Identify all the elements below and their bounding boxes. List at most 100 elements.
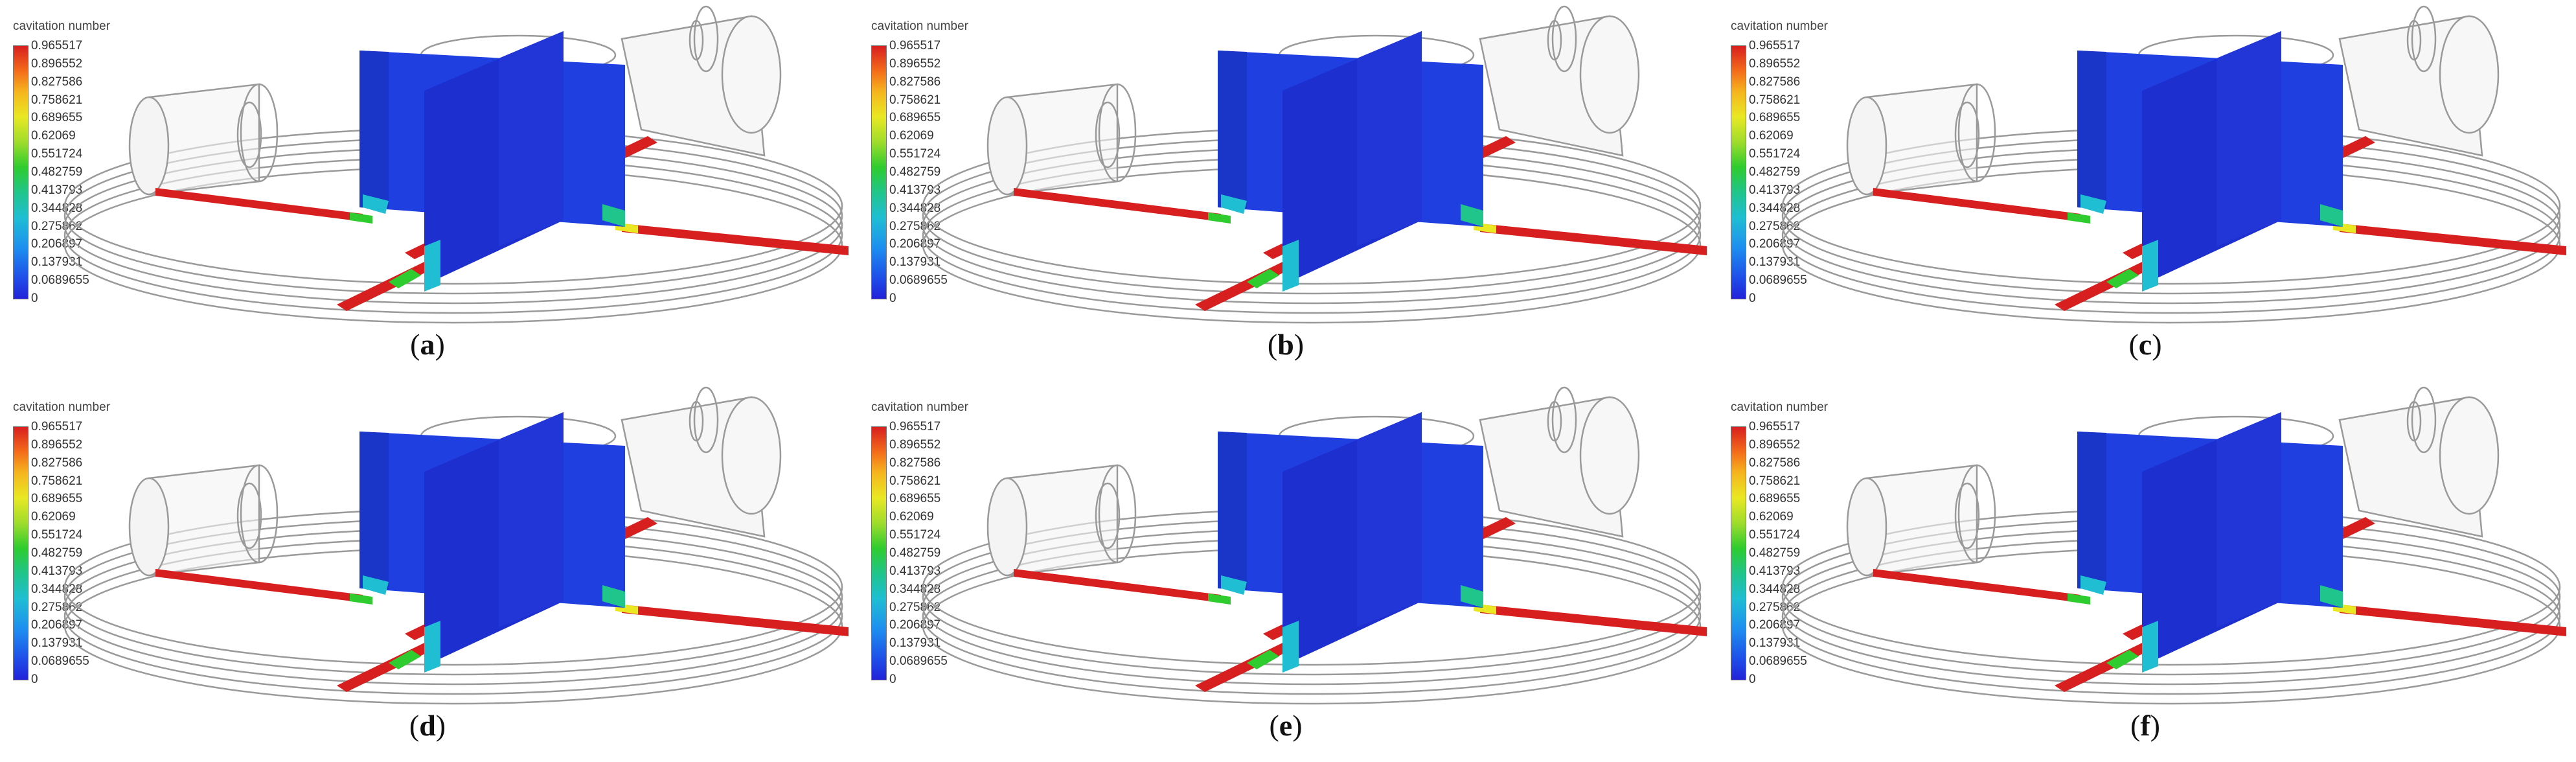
colorbar-tick-label: 0.758621 xyxy=(889,474,941,488)
front-plate-right xyxy=(1357,412,1422,627)
back-plate-edge xyxy=(359,51,389,209)
cavity-zone xyxy=(363,194,389,214)
colorbar-tick-label: 0.137931 xyxy=(889,636,941,651)
legend-title: cavitation number xyxy=(1731,400,1828,414)
colorbar-tick-label: 0.344828 xyxy=(1749,201,1801,215)
cavity-zone xyxy=(2080,194,2106,214)
colorbar-tick-label: 0 xyxy=(1749,292,1756,305)
colorbar-tick-label: 0.758621 xyxy=(31,474,83,488)
panel-caption: (f) xyxy=(2130,709,2160,742)
colorbar-tick-label: 0.896552 xyxy=(889,56,941,71)
colorbar-tick-label: 0.965517 xyxy=(31,420,83,433)
cavity-zone xyxy=(389,269,421,288)
panel-label: f xyxy=(2140,709,2150,742)
colorbar-tick-label: 0 xyxy=(31,673,38,686)
panel-caption: (e) xyxy=(1269,709,1303,742)
front-plate-right xyxy=(1357,31,1422,246)
blade-arm xyxy=(1480,224,1707,255)
blade-arm xyxy=(155,569,363,603)
colorbar-tick-label: 0.0689655 xyxy=(1749,654,1807,669)
panel-label: b xyxy=(1277,328,1294,361)
colorbar xyxy=(13,426,28,680)
cavity-zone xyxy=(1208,213,1231,224)
colorbar-tick-label: 0.137931 xyxy=(1749,636,1801,651)
back-plate-edge xyxy=(359,432,389,590)
cavity-zone xyxy=(602,585,625,608)
cavity-zone xyxy=(424,240,440,292)
cavity-zone xyxy=(350,594,372,605)
colorbar-tick-label: 0.827586 xyxy=(889,75,941,89)
front-plate-right xyxy=(2217,412,2281,627)
colorbar-tick-label: 0.896552 xyxy=(1749,56,1801,71)
colorbar-tick-label: 0.482759 xyxy=(31,165,83,179)
left-pipe xyxy=(986,464,1137,577)
colorbar-tick-label: 0.137931 xyxy=(1749,255,1801,270)
colorbar-tick-label: 0.689655 xyxy=(31,111,83,125)
colorbar-tick-label: 0.551724 xyxy=(1749,528,1801,542)
colorbar-tick-label: 0.896552 xyxy=(31,437,83,452)
colorbar-tick-label: 0.137931 xyxy=(889,255,941,270)
legend-title: cavitation number xyxy=(13,19,110,33)
cavity-zone xyxy=(2068,594,2090,605)
blade-arm xyxy=(2340,605,2566,636)
colorbar xyxy=(871,426,887,680)
panel-caption: (c) xyxy=(2128,328,2162,361)
colorbar-tick-label: 0.344828 xyxy=(1749,582,1801,596)
colorbar-tick-label: 0 xyxy=(1749,673,1756,686)
cfd-render xyxy=(63,386,849,705)
colorbar-tick-label: 0.137931 xyxy=(31,636,83,651)
cavity-zone xyxy=(363,575,389,595)
blade-arm xyxy=(1873,188,2080,222)
cavity-zone xyxy=(602,204,625,227)
colorbar xyxy=(1731,45,1746,299)
colorbar-tick-label: 0.551724 xyxy=(31,147,83,161)
colorbar-tick-label: 0.965517 xyxy=(889,420,941,433)
colorbar-tick-label: 0.482759 xyxy=(889,546,941,560)
blade-arm xyxy=(1014,188,1221,222)
colorbar-tick-label: 0.965517 xyxy=(1749,39,1801,52)
colorbar-tick-label: 0.965517 xyxy=(31,39,83,52)
front-plate-right xyxy=(499,31,564,246)
cavity-zone xyxy=(1461,585,1483,608)
colorbar-tick-label: 0.689655 xyxy=(889,492,941,506)
outlet-pipe xyxy=(2338,5,2500,157)
outlet-pipe xyxy=(621,5,782,157)
blade-arm xyxy=(1480,605,1707,636)
cavity-zone xyxy=(1282,621,1299,673)
colorbar-tick-label: 0.344828 xyxy=(31,201,83,215)
colorbar-tick-label: 0.896552 xyxy=(1749,437,1801,452)
blade-arm xyxy=(2340,224,2566,255)
cavity-zone xyxy=(1221,575,1247,595)
colorbar-tick-label: 0.62069 xyxy=(31,510,76,524)
panel-caption: (a) xyxy=(410,328,445,361)
left-pipe xyxy=(128,83,279,196)
panel-label: e xyxy=(1279,709,1293,742)
front-plate-right xyxy=(2217,31,2281,246)
cavity-zone xyxy=(1461,204,1483,227)
cavity-zone xyxy=(2080,575,2106,595)
left-pipe xyxy=(986,83,1137,196)
colorbar-tick-label: 0.62069 xyxy=(1749,510,1794,524)
front-plate-right xyxy=(499,412,564,627)
cavity-zone xyxy=(1282,240,1299,292)
colorbar xyxy=(1731,426,1746,680)
blade-arm xyxy=(155,188,363,222)
left-pipe xyxy=(1846,464,1996,577)
panel-label: d xyxy=(419,709,436,742)
blade-arm xyxy=(622,224,849,255)
back-plate-edge xyxy=(2077,51,2106,209)
cavity-zone xyxy=(350,213,372,224)
legend-title: cavitation number xyxy=(13,400,110,414)
colorbar-tick-label: 0.62069 xyxy=(889,510,934,524)
colorbar-tick-label: 0.758621 xyxy=(889,93,941,107)
back-plate-edge xyxy=(2077,432,2106,590)
colorbar-tick-label: 0.482759 xyxy=(1749,165,1801,179)
cavity-zone xyxy=(1208,594,1231,605)
cfd-render xyxy=(1781,5,2566,324)
colorbar-tick-label: 0.551724 xyxy=(889,147,941,161)
blade-arm xyxy=(1873,569,2080,603)
outlet-pipe xyxy=(621,386,782,538)
